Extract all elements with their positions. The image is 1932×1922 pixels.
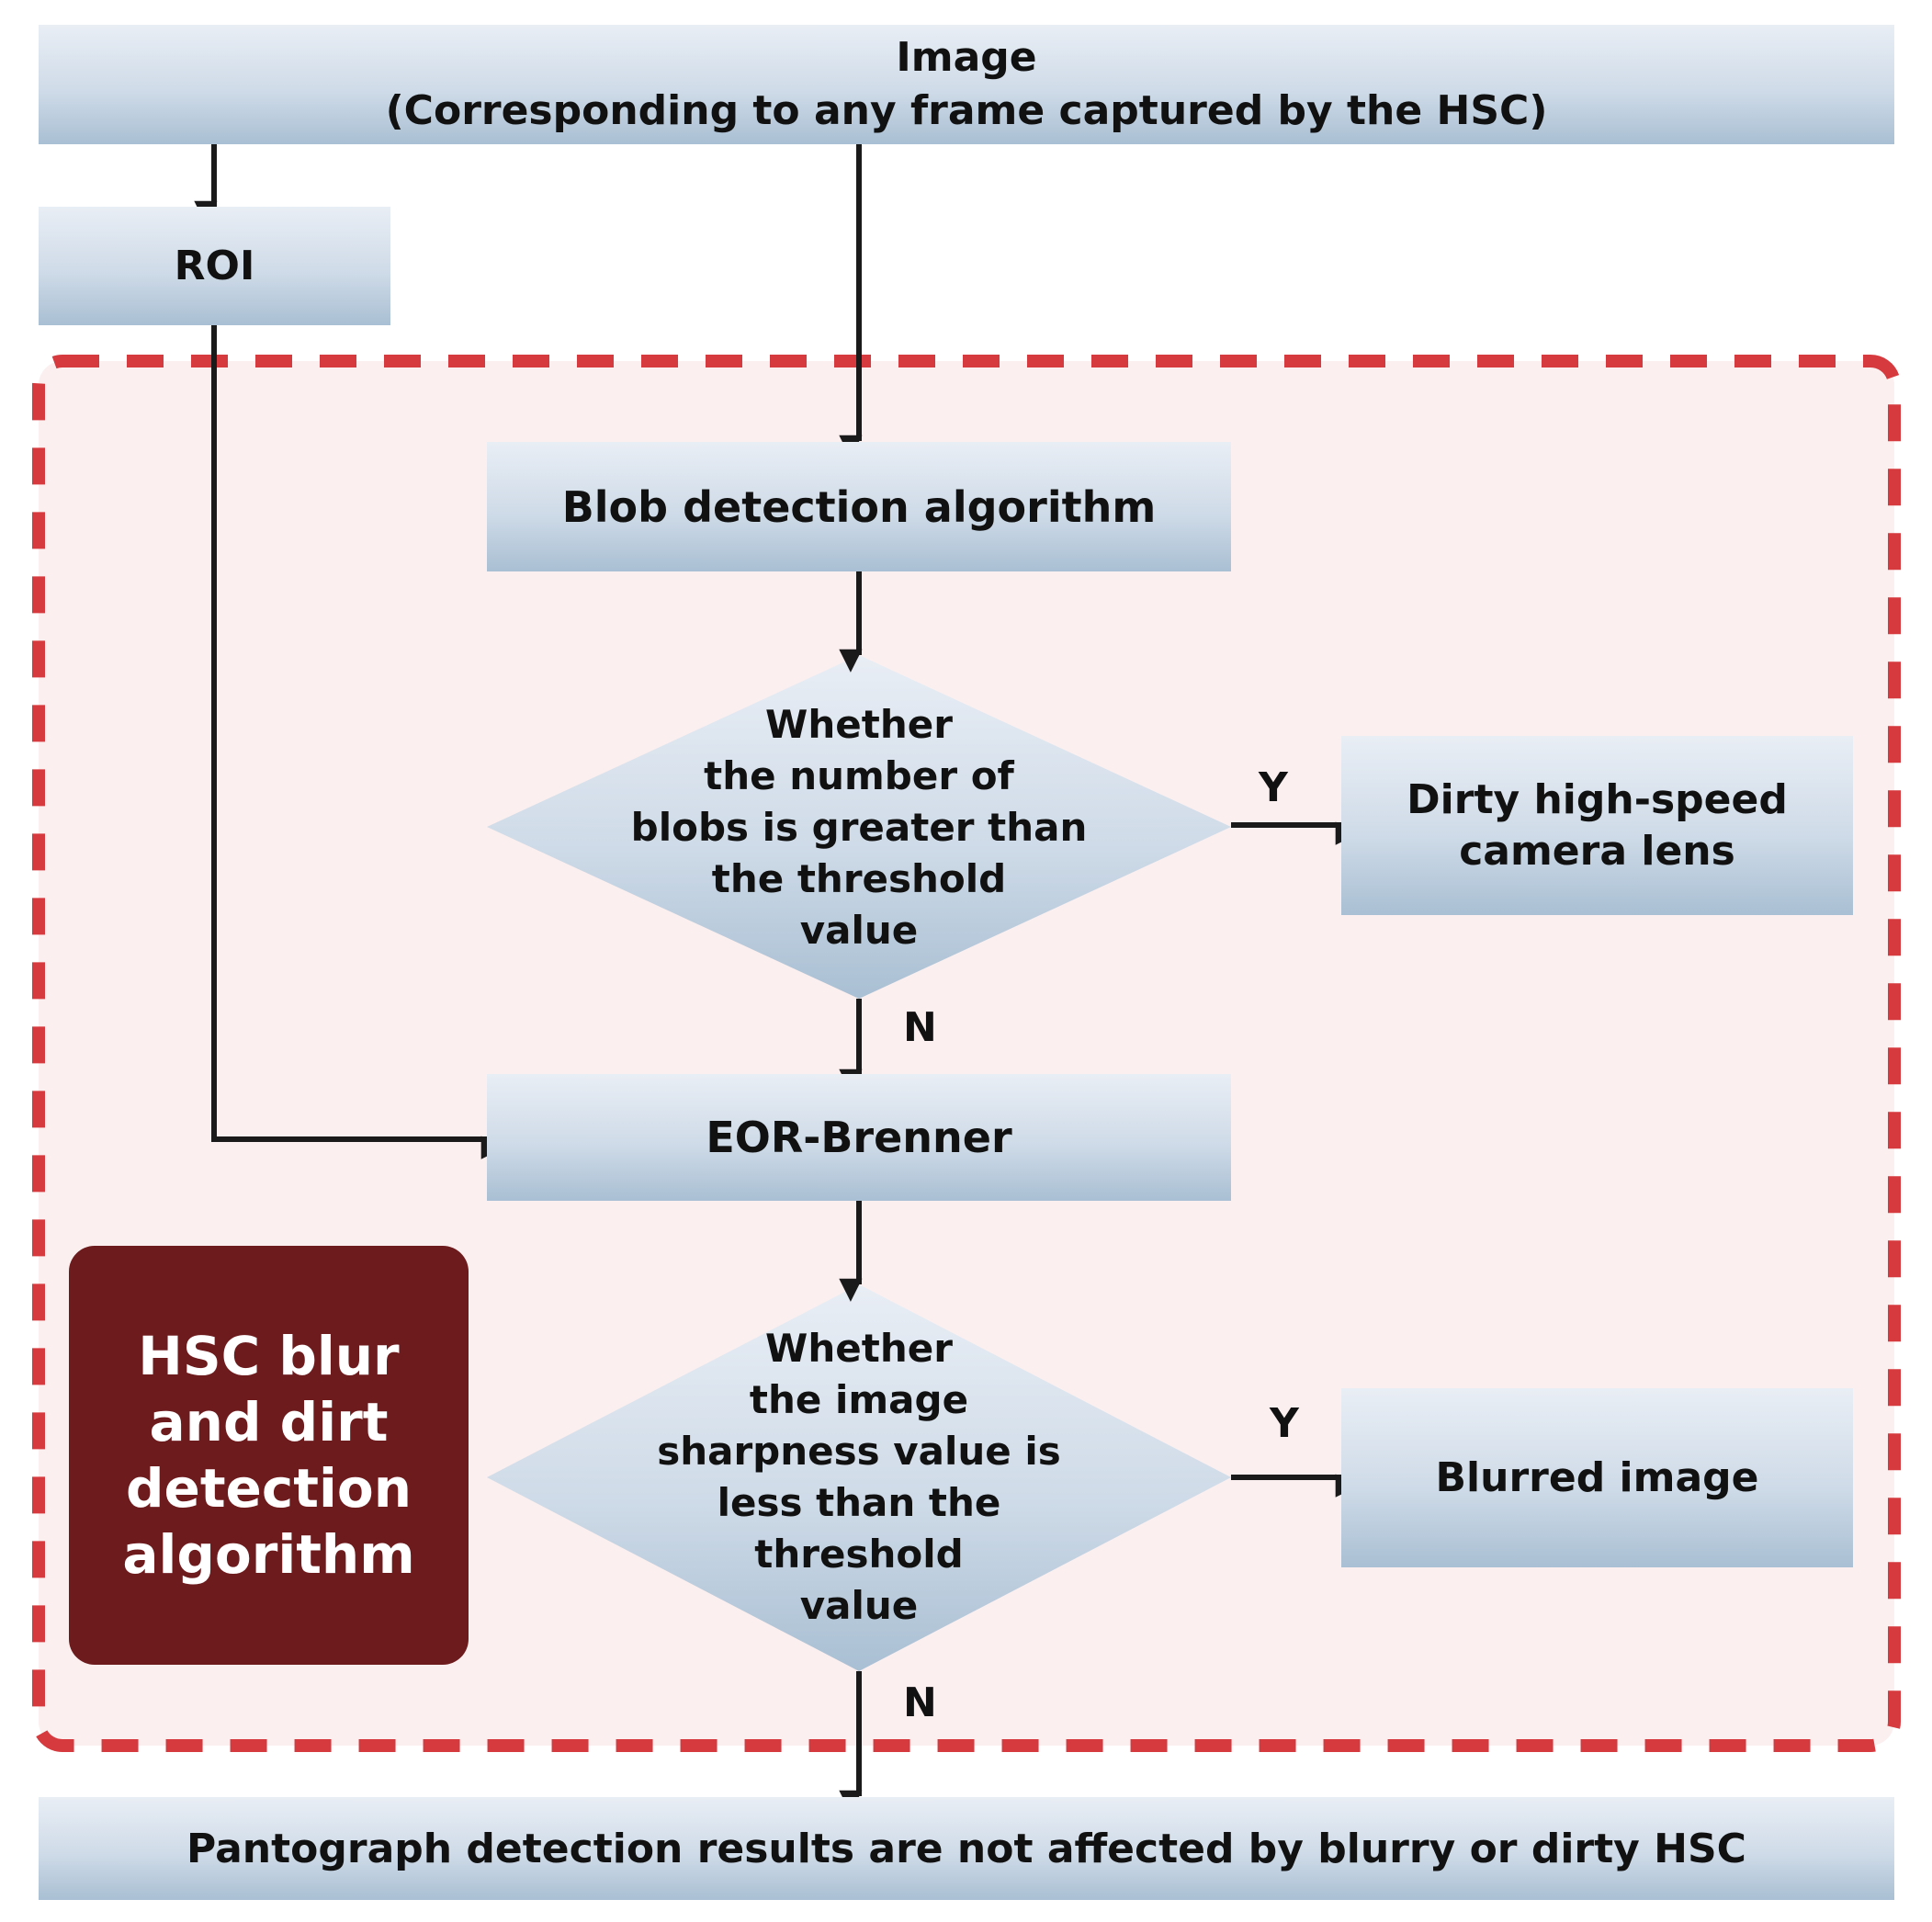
decision-sharpness-diamond	[487, 1284, 1231, 1671]
no-label-2: N	[903, 1679, 937, 1726]
no-label-1: N	[903, 1004, 937, 1051]
algorithm-label-box: HSC blur and dirt detection algorithm	[69, 1246, 469, 1665]
decision-blobs-label: Whether the number of blobs is greater t…	[630, 701, 1088, 953]
yes-label-2: Y	[1270, 1400, 1299, 1447]
decision-blobs-diamond	[487, 655, 1231, 999]
arrow-roi-to-eor	[211, 325, 504, 1159]
blurred-image-node: Blurred image	[1341, 1388, 1853, 1567]
image-subtitle: (Corresponding to any frame captured by …	[385, 87, 1548, 134]
yes-label-1: Y	[1259, 764, 1288, 811]
image-title: Image	[896, 34, 1037, 81]
eor-brenner-node: EOR-Brenner	[487, 1074, 1231, 1201]
result-node: Pantograph detection results are not aff…	[39, 1797, 1894, 1900]
decision-sharpness-label: Whether the image sharpness value is les…	[657, 1326, 1061, 1628]
image-node: Image (Corresponding to any frame captur…	[39, 25, 1894, 144]
roi-node: ROI	[39, 207, 390, 325]
blob-detection-node: Blob detection algorithm	[487, 442, 1231, 571]
dirty-lens-node: Dirty high-speed camera lens	[1341, 736, 1853, 915]
